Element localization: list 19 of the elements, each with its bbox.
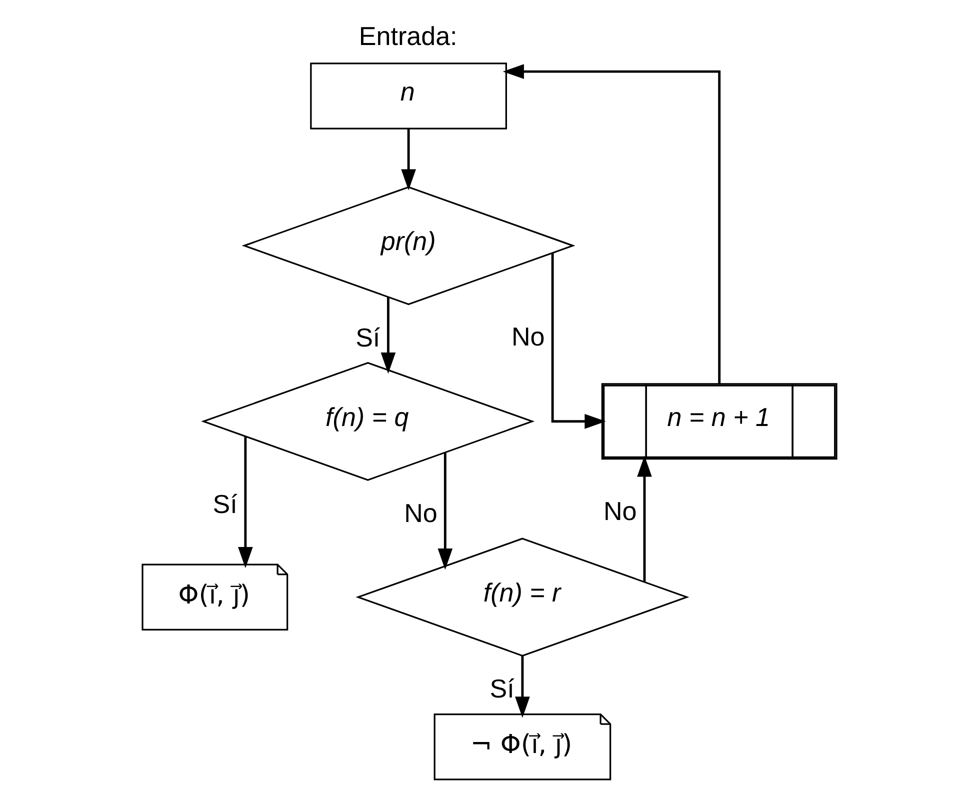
node-label: Entrada: xyxy=(358,21,458,52)
edge-label: Sí xyxy=(356,322,380,352)
arrow xyxy=(502,64,721,384)
arrow xyxy=(238,436,253,568)
edge-label: No xyxy=(603,496,637,526)
arrow xyxy=(637,456,652,582)
arrow xyxy=(515,656,530,718)
node-diamond: f(n) = r xyxy=(356,538,690,657)
arrow xyxy=(380,297,396,374)
arrow xyxy=(401,128,416,190)
node-diamond: f(n) = q xyxy=(201,362,535,481)
node-box: n xyxy=(310,62,507,130)
node-diamond: pr(n) xyxy=(242,186,576,306)
arrow xyxy=(438,452,453,570)
edge-label: Sí xyxy=(212,489,238,520)
edge-label: No xyxy=(404,498,438,528)
edge-label: No xyxy=(512,322,545,352)
edge-label: Sí xyxy=(490,674,514,704)
arrow xyxy=(551,253,606,429)
